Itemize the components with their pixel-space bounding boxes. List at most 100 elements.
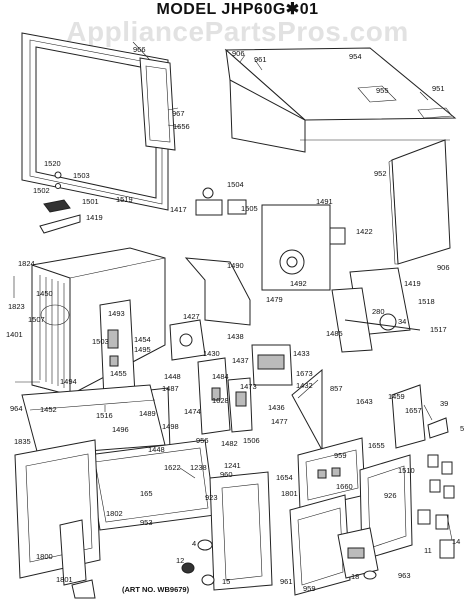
callout-857: 857	[330, 384, 343, 393]
callout-1823: 1823	[8, 302, 25, 311]
choke-frame-923	[209, 471, 273, 591]
callout-906: 906	[232, 49, 245, 58]
callout-15: 15	[222, 577, 231, 586]
watermark: AppliancePartsPros.com	[66, 16, 409, 47]
callout-1496: 1496	[112, 425, 129, 434]
callout-14: 14	[452, 537, 461, 546]
callout-1448-lower: 1448	[148, 445, 165, 454]
callout-951: 951	[432, 84, 445, 93]
callout-956: 956	[196, 436, 209, 445]
callout-906-side: 906	[437, 263, 450, 272]
side-panel-906	[388, 139, 451, 265]
callout-959-lower: 959	[303, 584, 316, 593]
callout-4: 4	[192, 539, 197, 548]
callout-964: 964	[10, 404, 23, 413]
callout-1502: 1502	[33, 186, 50, 195]
callout-1489: 1489	[139, 409, 156, 418]
callout-1655: 1655	[368, 441, 385, 450]
callout-1506: 1506	[243, 436, 260, 445]
callout-1493: 1493	[108, 309, 125, 318]
callout-1800: 1800	[36, 552, 53, 561]
diagram-title: MODEL JHP60G✱01	[156, 1, 319, 18]
callout-1643: 1643	[356, 397, 373, 406]
callout-1238: 1238	[190, 463, 207, 472]
callout-1654: 1654	[276, 473, 293, 482]
callout-1459: 1459	[388, 392, 405, 401]
leader-lines	[13, 41, 453, 541]
callout-18: 18	[351, 572, 360, 581]
callout-1436: 1436	[268, 403, 285, 412]
callout-1455: 1455	[110, 369, 127, 378]
callout-1419-right: 1419	[404, 279, 421, 288]
callout-1427: 1427	[183, 312, 200, 321]
callout-959: 959	[334, 451, 347, 460]
callout-1482: 1482	[221, 439, 238, 448]
front-door-1800	[14, 439, 101, 599]
callout-1430: 1430	[203, 349, 220, 358]
callout-1622: 1622	[164, 463, 181, 472]
callout-1801-door: 1801	[56, 575, 73, 584]
callout-1433: 1433	[293, 349, 310, 358]
magnetron-1427	[169, 319, 206, 361]
callout-1501: 1501	[82, 197, 99, 206]
callout-165: 165	[140, 489, 153, 498]
callout-1520: 1520	[44, 159, 61, 168]
callout-1491: 1491	[316, 197, 333, 206]
callout-1517: 1517	[430, 325, 447, 334]
callout-1417: 1417	[170, 205, 187, 214]
callout-5: 5	[460, 424, 465, 433]
callout-1492: 1492	[290, 279, 307, 288]
gasket-966	[139, 57, 176, 151]
callout-952: 952	[374, 169, 387, 178]
callout-1454: 1454	[134, 335, 151, 344]
callout-1673: 1673	[296, 369, 313, 378]
callout-1503: 1503	[73, 171, 90, 180]
callout-955: 955	[376, 86, 389, 95]
callout-1448: 1448	[164, 372, 181, 381]
callout-1490: 1490	[227, 261, 244, 270]
bracket-1490	[184, 257, 251, 326]
small-parts-cluster	[39, 171, 81, 234]
outer-wrap-954	[224, 47, 457, 153]
callout-961-lower: 961	[280, 577, 293, 586]
callout-1474: 1474	[184, 407, 201, 416]
callout-1505: 1505	[241, 204, 258, 213]
callout-1657: 1657	[405, 406, 422, 415]
callout-1473: 1473	[240, 382, 257, 391]
callout-967: 967	[172, 109, 185, 118]
callout-1422: 1422	[356, 227, 373, 236]
callout-961: 961	[254, 55, 267, 64]
callout-1516: 1516	[96, 411, 113, 420]
switch-parts	[391, 384, 455, 559]
callout-11: 11	[424, 546, 432, 555]
callout-1656: 1656	[173, 122, 190, 131]
callout-926: 926	[384, 491, 397, 500]
callout-1510: 1510	[398, 466, 415, 475]
callout-1419: 1419	[86, 213, 103, 222]
callout-39: 39	[440, 399, 449, 408]
callout-1519: 1519	[116, 195, 133, 204]
touch-module-18	[337, 527, 379, 579]
callout-1660: 1660	[336, 482, 353, 491]
escutcheon-959	[289, 494, 351, 596]
callout-1628: 1628	[212, 396, 229, 405]
callout-953: 953	[140, 518, 153, 527]
callout-1452: 1452	[40, 405, 57, 414]
callout-1485: 1485	[326, 329, 343, 338]
triangle-bracket-857	[291, 368, 323, 451]
callout-1438: 1438	[227, 332, 244, 341]
callout-923: 923	[205, 493, 218, 502]
callout-1498: 1498	[162, 422, 179, 431]
callout-954: 954	[349, 52, 362, 61]
callout-1432: 1432	[296, 381, 313, 390]
callout-966: 966	[133, 45, 146, 54]
callout-1801: 1801	[281, 489, 298, 498]
oven-cavity	[31, 247, 166, 396]
callout-1503-inner: 1503	[92, 337, 109, 346]
callout-1401: 1401	[6, 330, 23, 339]
outer-frame-1656	[21, 32, 169, 211]
callout-1495: 1495	[134, 345, 151, 354]
callout-1507: 1507	[28, 315, 45, 324]
callout-1241: 1241	[224, 461, 241, 470]
